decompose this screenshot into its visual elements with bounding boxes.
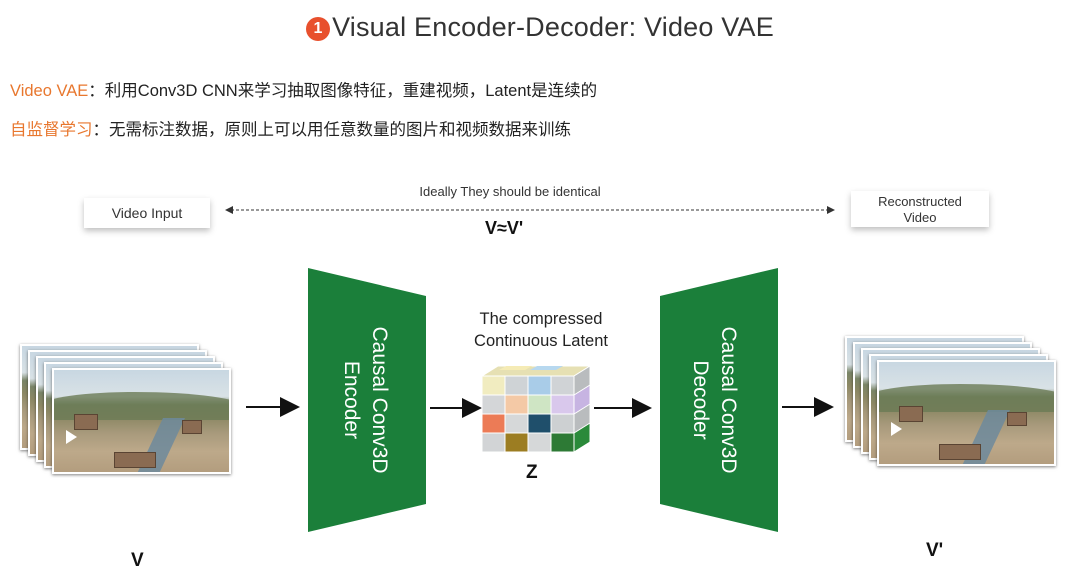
reconstructed-video-label: Reconstructed Video (851, 191, 989, 227)
output-video-stack (845, 336, 1065, 476)
decoder-label-line2: Decoder (689, 360, 712, 439)
encoder-label-line1: Causal Conv3D (368, 326, 391, 473)
description-line-2: 自监督学习：无需标注数据，原则上可以用任意数量的图片和视频数据来训练 (10, 121, 571, 139)
encoder-block (308, 268, 426, 532)
latent-caption: The compressed Continuous Latent (474, 310, 608, 350)
identical-note: Ideally They should be identical (419, 184, 601, 199)
decoder-block (660, 268, 778, 532)
encoder-label-line2: Encoder (340, 361, 363, 439)
input-video-stack (20, 344, 240, 484)
video-input-label: Video Input (84, 198, 210, 228)
video-frame (877, 360, 1056, 466)
latent-cube (480, 365, 592, 453)
video-frame (52, 368, 231, 474)
line-text: 利用Conv3D CNN来学习抽取图像特征，重建视频，Latent是连续的 (104, 82, 598, 100)
title-text: Visual Encoder-Decoder: Video VAE (332, 12, 774, 42)
approx-label: V≈V' (485, 218, 524, 238)
z-label: Z (526, 462, 538, 483)
play-icon (66, 430, 77, 444)
number-badge: 1 (306, 17, 331, 41)
line-key: Video VAE (10, 82, 89, 100)
v-label: V (131, 550, 144, 571)
decoder-label-line1: Causal Conv3D (717, 326, 740, 473)
line-text: 无需标注数据，原则上可以用任意数量的图片和视频数据来训练 (109, 121, 571, 139)
line-key: 自监督学习 (10, 121, 93, 139)
play-icon (891, 422, 902, 436)
description-line-1: Video VAE：利用Conv3D CNN来学习抽取图像特征，重建视频，Lat… (10, 82, 598, 100)
v-prime-label: V' (926, 540, 944, 561)
